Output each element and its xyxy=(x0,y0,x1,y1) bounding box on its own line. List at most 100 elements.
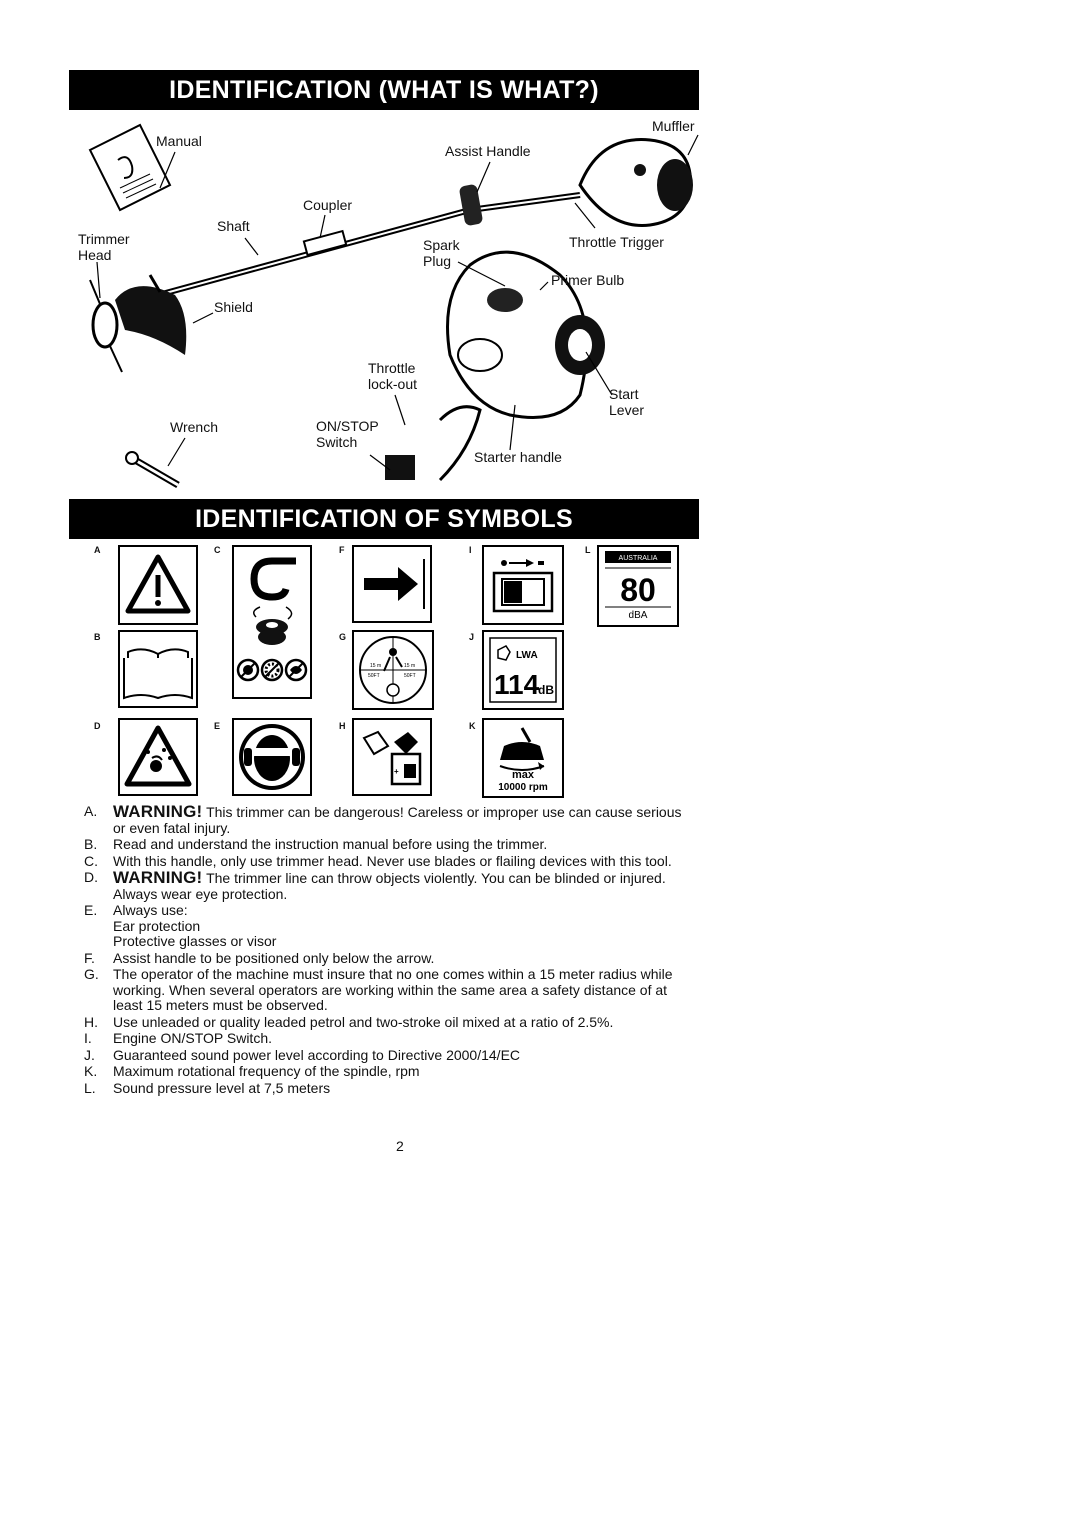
symbol-letter-j: J xyxy=(469,632,475,642)
description-text: Sound pressure level at 7,5 meters xyxy=(113,1080,684,1097)
description-row: L.Sound pressure level at 7,5 meters xyxy=(84,1080,684,1097)
manual-illustration xyxy=(88,123,172,212)
trimmer-handle-icon xyxy=(250,557,296,601)
description-body: The trimmer line can throw objects viole… xyxy=(113,870,666,902)
l-unit: dBA xyxy=(629,610,648,621)
description-text: Use unleaded or quality leaded petrol an… xyxy=(113,1013,684,1031)
description-row: A. WARNING! This trimmer can be dangerous… xyxy=(84,802,684,836)
label-assist-handle: Assist Handle xyxy=(445,143,531,159)
svg-text:+: + xyxy=(394,767,399,776)
description-text: Assist handle to be positioned only belo… xyxy=(113,950,684,967)
speaker-icon xyxy=(497,645,511,661)
warning-label: WARNING! xyxy=(113,802,203,821)
no-blade-icons xyxy=(236,658,308,682)
symbol-letter-c: C xyxy=(214,545,221,555)
description-key: J. xyxy=(84,1046,95,1063)
description-body: This trimmer can be dangerous! Careless … xyxy=(113,804,682,836)
description-row: I.Engine ON/STOP Switch. xyxy=(84,1030,684,1047)
description-body: Always use: Ear protection Protective gl… xyxy=(113,902,277,949)
description-row: F.Assist handle to be positioned only be… xyxy=(84,950,684,967)
label-wrench: Wrench xyxy=(170,419,218,435)
description-text: WARNING! The trimmer line can throw obje… xyxy=(113,868,684,902)
description-row: G. The operator of the machine must insur… xyxy=(84,966,684,1014)
j-lwa: LWA xyxy=(516,650,538,661)
description-key: C. xyxy=(84,852,98,869)
symbol-letter-l: L xyxy=(585,545,591,555)
symbol-letter-b: B xyxy=(94,632,101,642)
description-body: Engine ON/STOP Switch. xyxy=(113,1030,272,1046)
symbol-letter-d: D xyxy=(94,721,101,731)
trimmer-diagram xyxy=(88,123,699,489)
description-text: Guaranteed sound power level according t… xyxy=(113,1046,684,1064)
description-body: Maximum rotational frequency of the spin… xyxy=(113,1063,420,1079)
label-coupler: Coupler xyxy=(303,197,353,213)
symbol-i-onstop-switch xyxy=(482,545,564,625)
description-text: With this handle, only use trimmer head.… xyxy=(113,852,684,870)
description-text: Maximum rotational frequency of the spin… xyxy=(113,1063,684,1080)
j-unit: dB xyxy=(538,683,554,697)
label-throttle-lockout: Throttle lock-out xyxy=(368,360,418,392)
l-value: 80 xyxy=(620,572,656,608)
label-shaft: Shaft xyxy=(217,218,250,234)
description-row: D. WARNING! The trimmer line can throw ob… xyxy=(84,868,684,902)
label-starter-handle: Starter handle xyxy=(474,449,562,465)
warning-label: WARNING! xyxy=(113,868,203,887)
description-text: The operator of the machine must insure … xyxy=(113,966,684,1014)
symbol-b-read-manual xyxy=(118,630,198,708)
k-rpm: 10000 rpm xyxy=(498,782,548,793)
symbol-letter-e: E xyxy=(214,721,221,731)
wrench-illustration xyxy=(125,451,180,489)
label-start-lever: Start Lever xyxy=(609,386,645,418)
description-row: B. Read and understand the instruction ma… xyxy=(84,836,684,853)
symbol-c-trimmer-head-only xyxy=(232,545,312,699)
g-15m-left: 15 m xyxy=(370,663,381,669)
shaft-illustration xyxy=(139,184,581,303)
description-row: C. With this handle, only use trimmer hea… xyxy=(84,852,684,870)
symbol-a-warning xyxy=(118,545,198,625)
engine-illustration xyxy=(385,250,605,482)
description-key: D. xyxy=(84,869,98,885)
l-country: AUSTRALIA xyxy=(619,555,658,562)
description-row: K. Maximum rotational frequency of the sp… xyxy=(84,1063,684,1080)
symbol-h-fuel-mix: + xyxy=(352,718,432,796)
symbol-descriptions: A. WARNING! This trimmer can be dangerous… xyxy=(84,802,684,1097)
description-row: J. Guaranteed sound power level according… xyxy=(84,1046,684,1064)
switch-icon xyxy=(492,559,554,613)
label-primer-bulb: Primer Bulb xyxy=(551,272,625,288)
description-key: K. xyxy=(84,1063,98,1079)
fuel-can-icon: + xyxy=(362,730,422,786)
muffler-illustration xyxy=(578,138,693,227)
description-key: B. xyxy=(84,836,98,852)
page-number: 2 xyxy=(396,1138,404,1154)
symbol-g-safety-distance: 15 m 15 m 50FT 50FT xyxy=(352,630,434,710)
g-50ft-left: 50FT xyxy=(368,673,380,679)
label-throttle-trigger: Throttle Trigger xyxy=(569,234,664,250)
description-text: Engine ON/STOP Switch. xyxy=(113,1030,684,1047)
g-50ft-right: 50FT xyxy=(404,673,416,679)
trimmer-rotation-icon xyxy=(499,727,545,771)
symbol-letter-i: I xyxy=(469,545,472,555)
description-text: Always use: Ear protection Protective gl… xyxy=(113,902,684,950)
description-body: Guaranteed sound power level according t… xyxy=(113,1046,521,1063)
description-row: H. Use unleaded or quality leaded petrol … xyxy=(84,1013,684,1031)
symbol-d-thrown-objects xyxy=(118,718,198,796)
description-body: Read and understand the instruction manu… xyxy=(113,836,548,852)
symbol-letter-g: G xyxy=(339,632,347,642)
flying-objects-icon xyxy=(146,748,172,772)
arrow-right-icon xyxy=(364,567,418,601)
description-body: With this handle, only use trimmer head.… xyxy=(113,852,672,869)
label-shield: Shield xyxy=(214,299,253,315)
symbol-letter-k: K xyxy=(469,721,476,731)
symbol-j-sound-power: LWA 114 dB xyxy=(482,630,564,710)
description-body: Use unleaded or quality leaded petrol an… xyxy=(113,1013,614,1030)
description-key: G. xyxy=(84,966,99,982)
description-key: H. xyxy=(84,1013,98,1030)
section-title-symbols: IDENTIFICATION OF SYMBOLS xyxy=(69,499,699,539)
symbol-letter-a: A xyxy=(94,545,101,555)
symbol-l-sound-pressure: AUSTRALIA 80 dBA xyxy=(597,545,679,627)
label-muffler: Muffler xyxy=(652,118,695,134)
description-key: A. xyxy=(84,803,98,819)
symbol-f-assist-handle-arrow xyxy=(352,545,432,623)
description-key: E. xyxy=(84,902,98,918)
label-trimmer-head: Trimmer Head xyxy=(78,231,130,263)
